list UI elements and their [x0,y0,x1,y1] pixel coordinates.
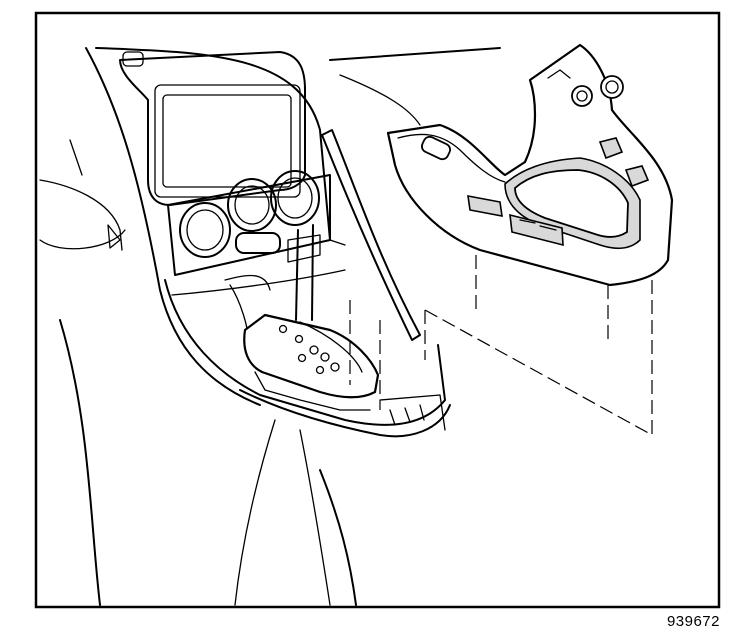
shift-lever-assembly [243,224,380,411]
console-cavity [164,269,451,438]
shifter-trim-bezel [386,43,674,287]
dashboard-outline [39,47,501,606]
console-trim-strip [321,129,421,341]
hvac-knobs [167,170,331,276]
diagram-border [34,11,721,609]
figure-number: 939672 [666,613,720,630]
